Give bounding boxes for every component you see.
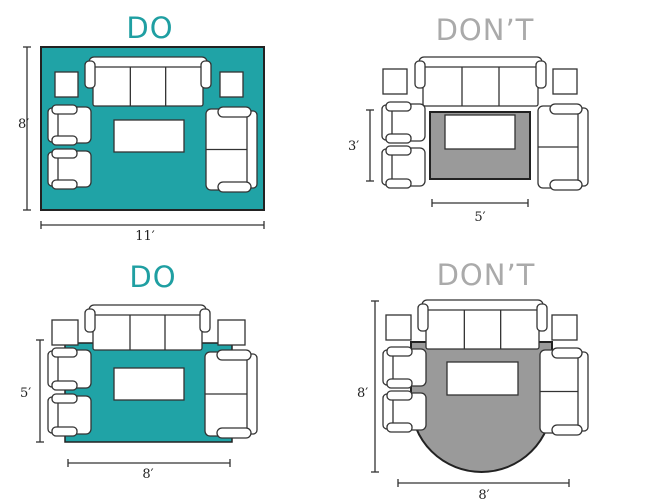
loveseat-arm-top	[551, 347, 583, 359]
loveseat	[204, 349, 258, 439]
chair-arm-top	[386, 346, 413, 357]
loveseat-arm-top	[216, 349, 252, 361]
panel-3-horizontal-dimension: 8′	[142, 467, 153, 482]
end-table	[552, 68, 578, 95]
loveseat	[205, 106, 258, 193]
panel-1-title: DO	[126, 11, 173, 45]
end-table	[382, 68, 408, 95]
chair-arm-bottom	[386, 378, 413, 389]
chair-arm-bottom	[51, 426, 78, 437]
loveseat-back	[577, 107, 589, 187]
armchair	[381, 101, 426, 144]
end-table	[385, 314, 412, 341]
loveseat-arm-top	[217, 106, 252, 118]
panel-4-horizontal-dimension: 8′	[478, 488, 489, 503]
armchair	[47, 104, 92, 146]
end-table	[551, 314, 578, 341]
sofa-arm-right	[536, 303, 548, 332]
chair-arm-top	[385, 145, 412, 156]
sofa-seat	[425, 305, 540, 350]
loveseat	[539, 347, 589, 436]
chair-arm-top	[51, 148, 78, 159]
chair-arm-bottom	[51, 179, 78, 190]
coffee-table	[444, 114, 516, 150]
panel-2-horizontal-dimension: 5′	[474, 210, 485, 225]
chair-arm-bottom	[51, 380, 78, 391]
loveseat-arm-bottom	[551, 424, 583, 436]
loveseat-back	[577, 351, 589, 432]
armchair	[381, 145, 426, 189]
sofa-seat	[422, 62, 539, 107]
armchair	[382, 346, 427, 389]
sofa-arm-right	[200, 60, 212, 89]
chair-arm-top	[385, 101, 412, 112]
panel-3-vertical-dimension: 5′	[20, 386, 31, 401]
panel-1-vertical-dimension: 8′	[18, 117, 29, 132]
chair-arm-top	[51, 104, 78, 115]
armchair	[47, 347, 92, 391]
sofa-back	[88, 304, 207, 316]
panel-2-title: DON’T	[436, 13, 535, 47]
sofa-arm-left	[84, 60, 96, 89]
armchair	[382, 390, 427, 433]
sofa	[84, 56, 212, 107]
panel-2-vertical-dimension: 3′	[348, 139, 359, 154]
chair-arm-top	[51, 393, 78, 404]
sofa-arm-left	[417, 303, 429, 332]
panel-4-vertical-dimension: 8′	[357, 386, 368, 401]
sofa-arm-right	[199, 308, 211, 333]
chair-arm-top	[386, 390, 413, 401]
loveseat-arm-top	[549, 103, 583, 115]
coffee-table	[113, 119, 185, 153]
chair-arm-bottom	[51, 135, 78, 146]
panel-1-horizontal-dimension: 11′	[135, 229, 155, 244]
end-table	[54, 71, 79, 98]
coffee-table	[113, 367, 185, 401]
sofa	[84, 304, 211, 351]
loveseat-arm-bottom	[217, 181, 252, 193]
sofa-seat	[92, 310, 203, 351]
sofa-arm-left	[414, 60, 426, 89]
loveseat-arm-bottom	[216, 427, 252, 439]
panel-4-title: DON’T	[437, 258, 536, 292]
coffee-table	[446, 361, 519, 396]
loveseat-back	[246, 110, 258, 189]
end-table	[217, 319, 246, 346]
sofa-back	[421, 299, 544, 311]
loveseat	[537, 103, 589, 191]
armchair	[47, 393, 92, 437]
sofa-arm-right	[535, 60, 547, 89]
sofa-back	[88, 56, 208, 68]
loveseat-arm-bottom	[549, 179, 583, 191]
sofa-seat	[92, 62, 204, 107]
chair-arm-bottom	[386, 422, 413, 433]
sofa	[414, 56, 547, 107]
sofa-back	[418, 56, 543, 68]
chair-arm-bottom	[385, 178, 412, 189]
chair-arm-top	[51, 347, 78, 358]
sofa	[417, 299, 548, 350]
chair-arm-bottom	[385, 133, 412, 144]
end-table	[219, 71, 244, 98]
sofa-arm-left	[84, 308, 96, 333]
panel-3-title: DO	[129, 260, 176, 294]
armchair	[47, 148, 92, 190]
loveseat-back	[246, 353, 258, 435]
end-table	[51, 319, 79, 346]
